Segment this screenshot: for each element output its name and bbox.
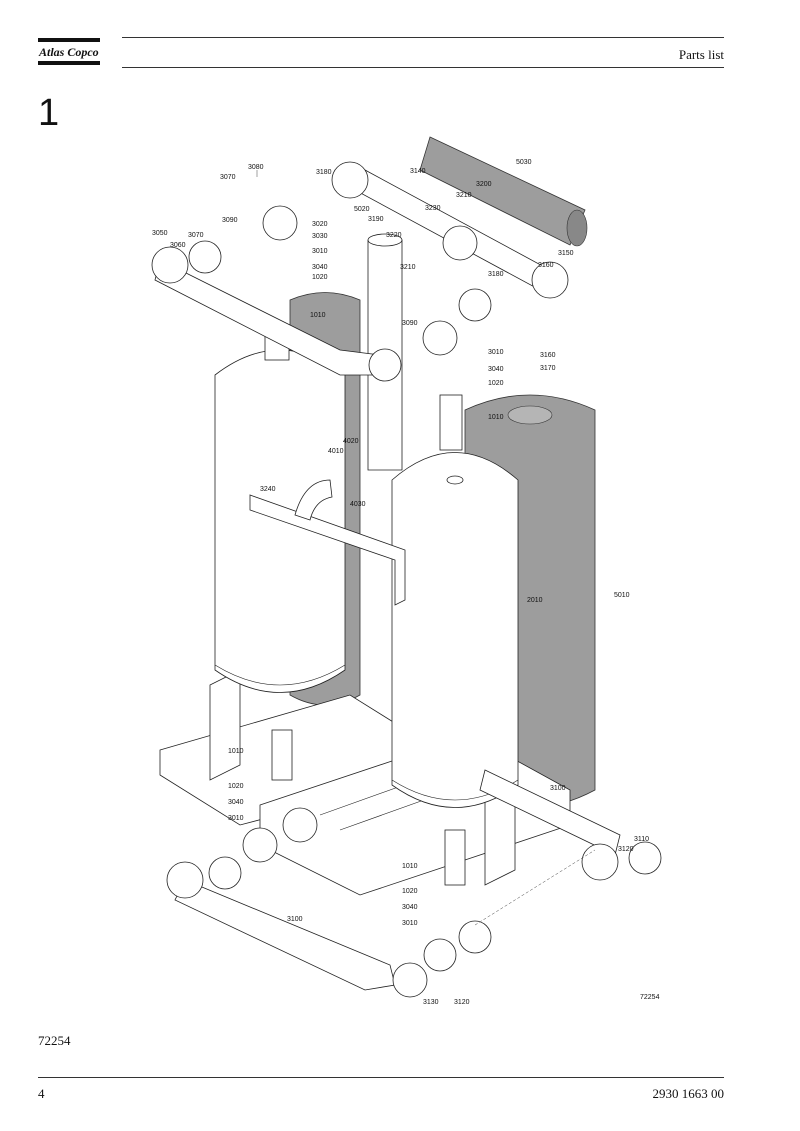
label-3040: 3040 [312, 264, 328, 271]
label-4010: 4010 [328, 448, 344, 455]
label-3150: 3150 [558, 250, 574, 257]
header-title: Parts list [678, 47, 724, 62]
label-1010-b: 1010 [488, 414, 504, 421]
label-3120: 3120 [618, 846, 634, 853]
muffler-5030 [419, 136, 588, 247]
label-3020: 3020 [312, 221, 328, 228]
label-3040-c: 3040 [228, 799, 244, 806]
label-5020: 5020 [354, 206, 370, 213]
label-3100: 3100 [550, 785, 566, 792]
svg-text:Atlas Copco: Atlas Copco [38, 45, 99, 59]
label-1020: 1020 [312, 274, 328, 281]
label-3010-b: 3010 [488, 349, 504, 356]
header-rule-bottom [122, 67, 724, 68]
document-number: 2930 1663 00 [652, 1086, 725, 1101]
page-number: 4 [38, 1086, 45, 1101]
label-1020-c: 1020 [228, 783, 244, 790]
label-3070-b: 3070 [188, 232, 204, 239]
label-3220: 3220 [386, 232, 402, 239]
label-3100-b: 3100 [287, 916, 303, 923]
label-1010-c: 1010 [228, 748, 244, 755]
label-3040-d: 3040 [402, 904, 418, 911]
header-rule-top [122, 37, 724, 38]
label-3200: 3200 [476, 181, 492, 188]
label-4030: 4030 [350, 501, 366, 508]
label-3060: 3060 [170, 242, 186, 249]
figure-id: 72254 [640, 994, 660, 1001]
footer-rule [38, 1077, 724, 1078]
label-3140: 3140 [410, 168, 426, 175]
label-5010: 5010 [614, 592, 630, 599]
label-4020: 4020 [343, 438, 359, 445]
label-3180: 3180 [316, 169, 332, 176]
label-3040-b: 3040 [488, 366, 504, 373]
label-3230: 3230 [425, 205, 441, 212]
label-3130: 3130 [423, 999, 439, 1006]
label-3010-d: 3010 [402, 920, 418, 927]
label-3120-b: 3120 [454, 999, 470, 1006]
callout-labels: 3080 3070 3180 5020 3190 3140 5030 3210 … [152, 159, 660, 1006]
vessel-2010 [391, 394, 519, 808]
label-3180-b: 3180 [488, 271, 504, 278]
label-3110: 3110 [634, 836, 649, 843]
label-3210-b: 3210 [400, 264, 416, 271]
exploded-parts-drawing: 3080 3070 3180 5020 3190 3140 5030 3210 … [151, 136, 662, 1006]
label-5030: 5030 [516, 159, 532, 166]
label-3090: 3090 [222, 217, 238, 224]
label-3010-c: 3010 [228, 815, 244, 822]
bracket-3240 [249, 479, 406, 606]
figure-caption: 72254 [38, 1033, 71, 1048]
label-3210: 3210 [456, 192, 472, 199]
label-2010: 2010 [527, 597, 543, 604]
label-1010-d: 1010 [402, 863, 418, 870]
atlas-copco-logo: Atlas Copco [38, 38, 100, 65]
label-1020-b: 1020 [488, 380, 504, 387]
label-3080: 3080 [248, 164, 264, 171]
section-number: 1 [38, 92, 60, 134]
label-3070: 3070 [220, 174, 236, 181]
label-3050: 3050 [152, 230, 168, 237]
upper-piping [151, 161, 569, 382]
label-3030: 3030 [312, 233, 328, 240]
label-3090-b: 3090 [402, 320, 418, 327]
label-1020-d: 1020 [402, 888, 418, 895]
label-3010: 3010 [312, 248, 328, 255]
label-3190: 3190 [368, 216, 384, 223]
label-3160: 3160 [538, 262, 554, 269]
lower-piping [166, 729, 662, 998]
label-3240: 3240 [260, 486, 276, 493]
label-3170: 3170 [540, 365, 556, 372]
label-1010: 1010 [310, 312, 326, 319]
label-3160-b: 3160 [540, 352, 556, 359]
